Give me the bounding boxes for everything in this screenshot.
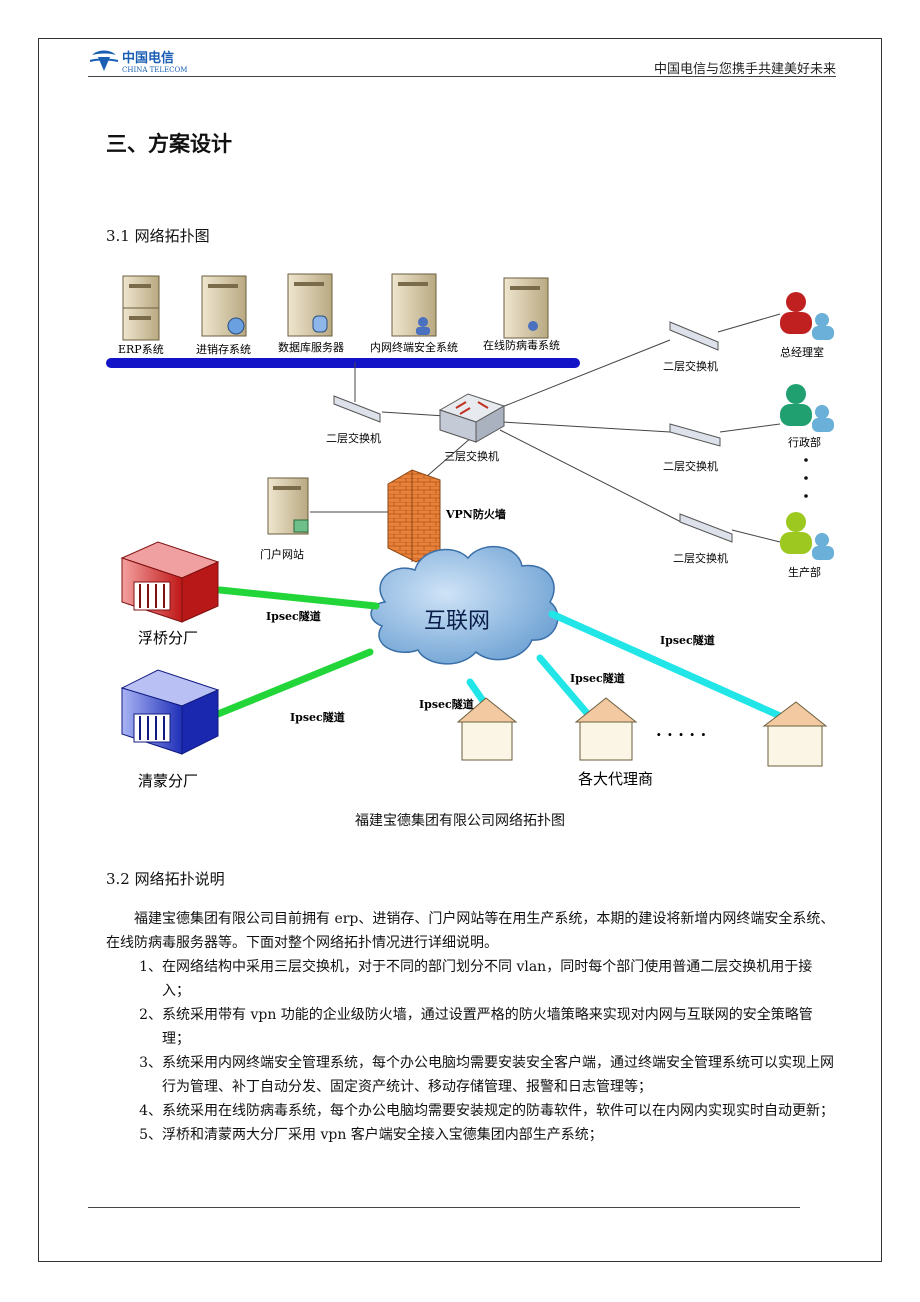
svg-text:. . . . .: . . . . . xyxy=(656,721,706,740)
vpn-firewall xyxy=(387,469,441,563)
svg-text:在线防病毒系统: 在线防病毒系统 xyxy=(483,338,560,352)
svg-text:Ipsec隧道: Ipsec隧道 xyxy=(570,671,625,685)
list-item: 4、 系统采用在线防病毒系统，每个办公电脑均需要安装规定的防毒软件，软件可以在内… xyxy=(139,1103,834,1119)
list-item: 2、 系统采用带有 vpn 功能的企业级防火墙，通过设置严格的防火墙策略来实现对… xyxy=(139,1007,813,1047)
subsection-3-1-title: 3.1 网络拓扑图 xyxy=(106,227,210,245)
branch-qingmeng-building xyxy=(120,669,220,755)
l2-switch-3 xyxy=(679,513,733,543)
svg-text:互联网: 互联网 xyxy=(424,609,490,634)
svg-text:ERP系统: ERP系统 xyxy=(118,343,164,356)
section-title: 三、方案设计 xyxy=(106,132,232,156)
agent-houses xyxy=(456,697,828,767)
internet-cloud xyxy=(370,545,559,665)
header-slogan: 中国电信与您携手共建美好未来 xyxy=(653,62,836,77)
svg-text:内网终端安全系统: 内网终端安全系统 xyxy=(370,340,458,354)
dept-user-icon-2 xyxy=(780,384,834,432)
footer-rule xyxy=(88,1207,800,1208)
svg-text:总经理室: 总经理室 xyxy=(780,345,824,359)
svg-text:清蒙分厂: 清蒙分厂 xyxy=(138,772,198,790)
svg-text:浮桥分厂: 浮桥分厂 xyxy=(138,629,198,647)
svg-text:Ipsec隧道: Ipsec隧道 xyxy=(290,710,345,724)
l3-switch xyxy=(438,393,506,443)
dept-user-icon-1 xyxy=(780,292,834,340)
svg-text:数据库服务器: 数据库服务器 xyxy=(278,340,344,354)
l2-switch-core xyxy=(333,395,381,423)
network-topology-diagram: ERP系统 进销存系统 数据库服务器 内网终端安全系统 在线防病毒系统 二层交换… xyxy=(106,273,834,790)
intro-paragraph: 福建宝德集团有限公司目前拥有 erp、进销存、门户网站等在用生产系统，本期的建设… xyxy=(106,911,835,951)
svg-text:二层交换机: 二层交换机 xyxy=(673,551,728,565)
svg-text:各大代理商: 各大代理商 xyxy=(578,770,653,788)
server-database xyxy=(287,273,333,337)
svg-text:Ipsec隧道: Ipsec隧道 xyxy=(266,609,321,623)
svg-text:进销存系统: 进销存系统 xyxy=(196,342,251,356)
header-rule xyxy=(88,76,836,77)
l2-switch-2 xyxy=(669,423,721,447)
svg-text:门户网站: 门户网站 xyxy=(260,547,304,561)
subsection-3-2-title: 3.2 网络拓扑说明 xyxy=(106,870,225,888)
portal-server xyxy=(267,477,309,535)
page-border xyxy=(38,38,882,1262)
dept-user-icon-3 xyxy=(780,512,834,560)
server-endpoint-security xyxy=(391,273,437,337)
svg-text:Ipsec隧道: Ipsec隧道 xyxy=(419,697,474,711)
svg-text:三层交换机: 三层交换机 xyxy=(444,449,499,463)
server-erp xyxy=(122,275,160,341)
svg-text:Ipsec隧道: Ipsec隧道 xyxy=(660,633,715,647)
svg-text:行政部: 行政部 xyxy=(788,435,821,449)
svg-text:CHINA TELECOM: CHINA TELECOM xyxy=(122,66,187,74)
diagram-caption: 福建宝德集团有限公司网络拓扑图 xyxy=(355,813,565,829)
china-telecom-logo: 中国电信 CHINA TELECOM xyxy=(89,50,187,74)
description-list: 1、 在网络结构中采用三层交换机，对于不同的部门划分不同 vlan，同时每个部门… xyxy=(106,955,838,1147)
branch-fuqiao-building xyxy=(120,541,220,623)
ipsec-tunnels xyxy=(214,586,784,720)
svg-text:二层交换机: 二层交换机 xyxy=(663,359,718,373)
svg-text:生产部: 生产部 xyxy=(788,565,821,579)
backbone-bus xyxy=(106,358,580,368)
list-item: 3、 系统采用内网终端安全管理系统，每个办公电脑均需要安装安全客户端，通过终端安… xyxy=(139,1055,834,1095)
svg-text:中国电信: 中国电信 xyxy=(122,50,174,66)
server-jxc xyxy=(201,275,247,337)
svg-text:二层交换机: 二层交换机 xyxy=(326,431,381,445)
list-item: 5、 浮桥和清蒙两大分厂采用 vpn 客户端安全接入宝德集团内部生产系统； xyxy=(139,1127,603,1143)
server-antivirus xyxy=(503,277,549,339)
l2-switch-1 xyxy=(669,321,719,351)
list-item: 1、 在网络结构中采用三层交换机，对于不同的部门划分不同 vlan，同时每个部门… xyxy=(139,959,813,999)
svg-text:二层交换机: 二层交换机 xyxy=(663,459,718,473)
svg-text:VPN防火墙: VPN防火墙 xyxy=(445,507,506,521)
